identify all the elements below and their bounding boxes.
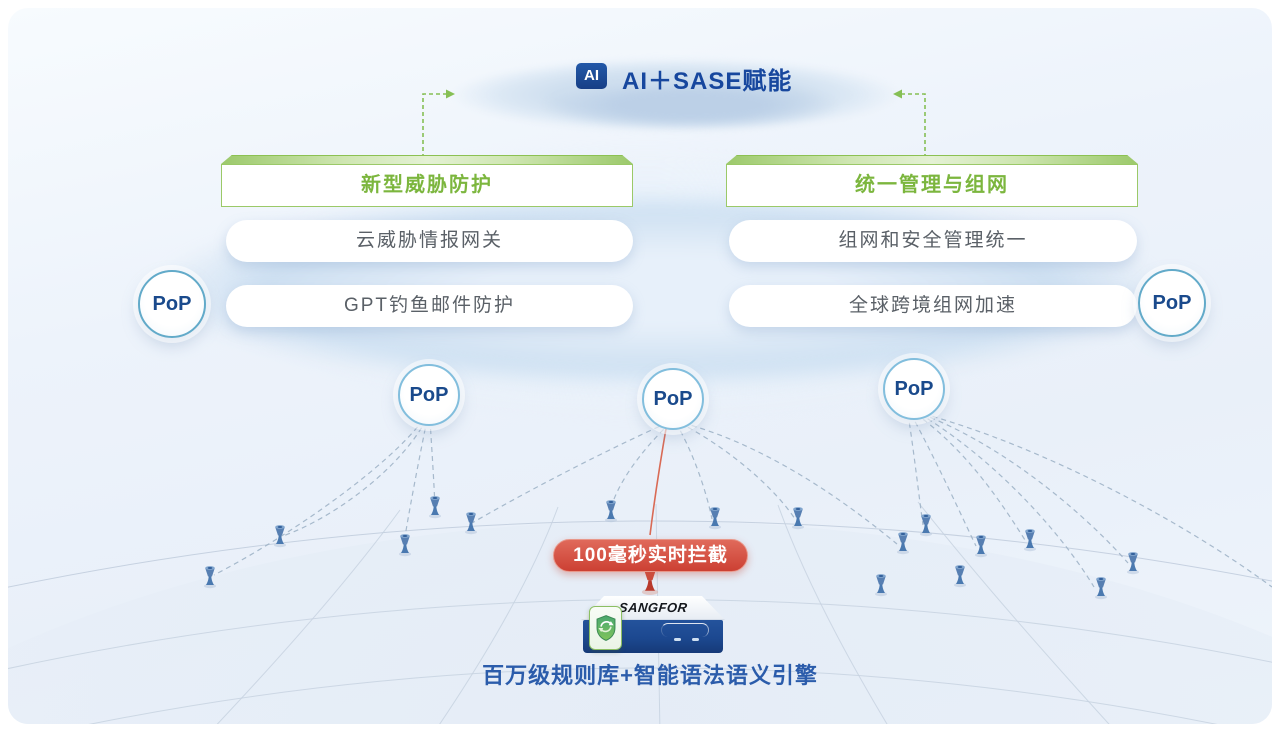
map-pin-icon: [897, 532, 909, 555]
pop-node-mid-right: PoP: [883, 358, 945, 420]
ai-icon: AI: [576, 63, 607, 89]
section-header-threat-protection: 新型威胁防护: [221, 164, 633, 207]
pop-node-mid-left: PoP: [398, 364, 460, 426]
shield-icon: [589, 606, 622, 650]
map-pin-icon: [204, 566, 216, 589]
ai-flow-arrows: [418, 89, 930, 165]
pop-node-right: PoP: [1138, 269, 1206, 337]
map-pin-icon: [975, 535, 987, 558]
section-lid-left: [221, 155, 633, 164]
pop-node-left: PoP: [138, 270, 206, 338]
section-lid-right: [726, 155, 1138, 164]
appliance-panel-detail: [661, 623, 709, 637]
led-indicator: [692, 638, 699, 641]
capability-pill: 云威胁情报网关: [226, 220, 633, 262]
section-header-unified-management: 统一管理与组网: [726, 164, 1138, 207]
map-pin-icon: [399, 534, 411, 557]
led-indicator: [674, 638, 681, 641]
map-pin-icon: [709, 507, 721, 530]
map-pin-icon: [875, 574, 887, 597]
map-pin-icon: [920, 514, 932, 537]
map-pin-icon: [954, 565, 966, 588]
map-pin-icon: [465, 512, 477, 535]
map-pin-icon: [429, 496, 441, 519]
sangfor-appliance: SANGFOR: [581, 596, 725, 654]
map-pin-icon: [274, 525, 286, 548]
latency-badge: 100毫秒实时拦截: [553, 539, 748, 572]
capability-pill: 全球跨境组网加速: [729, 285, 1137, 327]
capability-pill: GPT钓鱼邮件防护: [226, 285, 633, 327]
map-pin-icon: [792, 507, 804, 530]
map-pin-icon: [1024, 529, 1036, 552]
map-pin-icon: [605, 500, 617, 523]
page-title: AI＋SASE赋能: [622, 68, 793, 95]
interception-line: [649, 422, 668, 536]
pop-node-mid-center: PoP: [642, 368, 704, 430]
engine-caption: 百万级规则库+智能语法语义引擎: [482, 663, 818, 688]
map-pin-icon: [1095, 577, 1107, 600]
capability-pill: 组网和安全管理统一: [729, 220, 1137, 262]
map-pin-icon: [1127, 552, 1139, 575]
diagram-canvas: AI AI＋SASE赋能 新型威胁防护 统一管理与组网 云威胁情报网关 GPT钓…: [8, 8, 1272, 724]
brand-logo: SANGFOR: [617, 600, 689, 615]
